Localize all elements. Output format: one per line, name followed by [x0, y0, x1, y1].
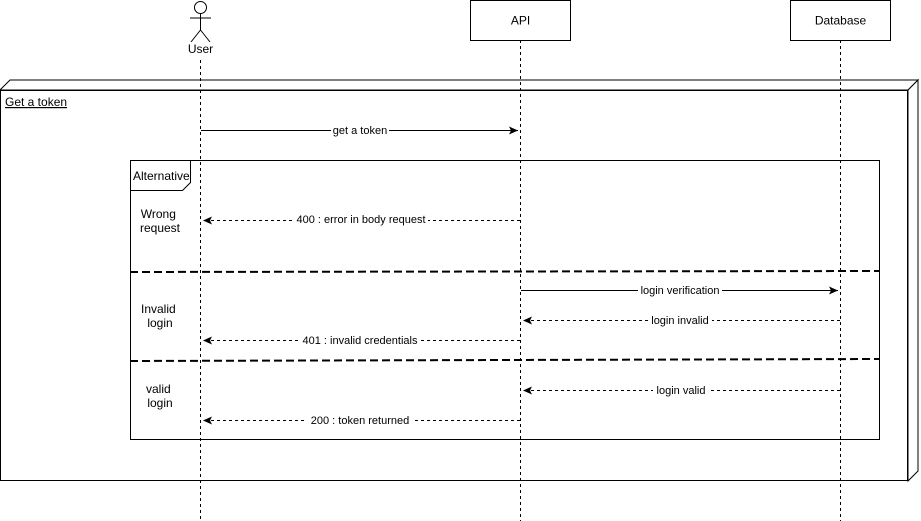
condition-wrong-request: Wrong request [140, 207, 181, 235]
participant-api-label: API [511, 14, 530, 28]
group-frame [0, 78, 920, 483]
message-label: login invalid [651, 315, 708, 327]
message-label: 400 : error in body request [296, 214, 425, 226]
participant-database: Database [790, 0, 891, 41]
alt-fragment [129, 160, 881, 440]
message-login-verification: login verification [521, 284, 838, 297]
message-get-token: get a token [201, 124, 518, 137]
message-label: login verification [641, 285, 720, 297]
condition-invalid-login: Invalid login [141, 302, 179, 330]
actor-user: User [184, 1, 217, 56]
message-label: login valid [657, 385, 706, 397]
message-label: get a token [333, 125, 387, 137]
message-200-token: 200 : token returned [203, 414, 520, 427]
group-label: Get a token [5, 95, 67, 109]
alt-separator [129, 270, 881, 273]
participant-user-label: User [188, 42, 213, 56]
condition-valid-login: valid login [146, 382, 174, 410]
message-401-invalid: 401 : invalid credentials [203, 334, 520, 347]
alt-separator [129, 358, 881, 362]
participant-api: API [470, 0, 571, 41]
participant-database-label: Database [815, 14, 867, 28]
message-login-valid: login valid [523, 384, 840, 397]
message-label: 200 : token returned [311, 415, 409, 427]
message-login-invalid: login invalid [523, 314, 840, 327]
alt-fragment-label: Alternative [133, 169, 190, 183]
message-label: 401 : invalid credentials [303, 335, 418, 347]
message-400-error: 400 : error in body request [203, 213, 520, 226]
stick-figure-icon [190, 1, 211, 43]
